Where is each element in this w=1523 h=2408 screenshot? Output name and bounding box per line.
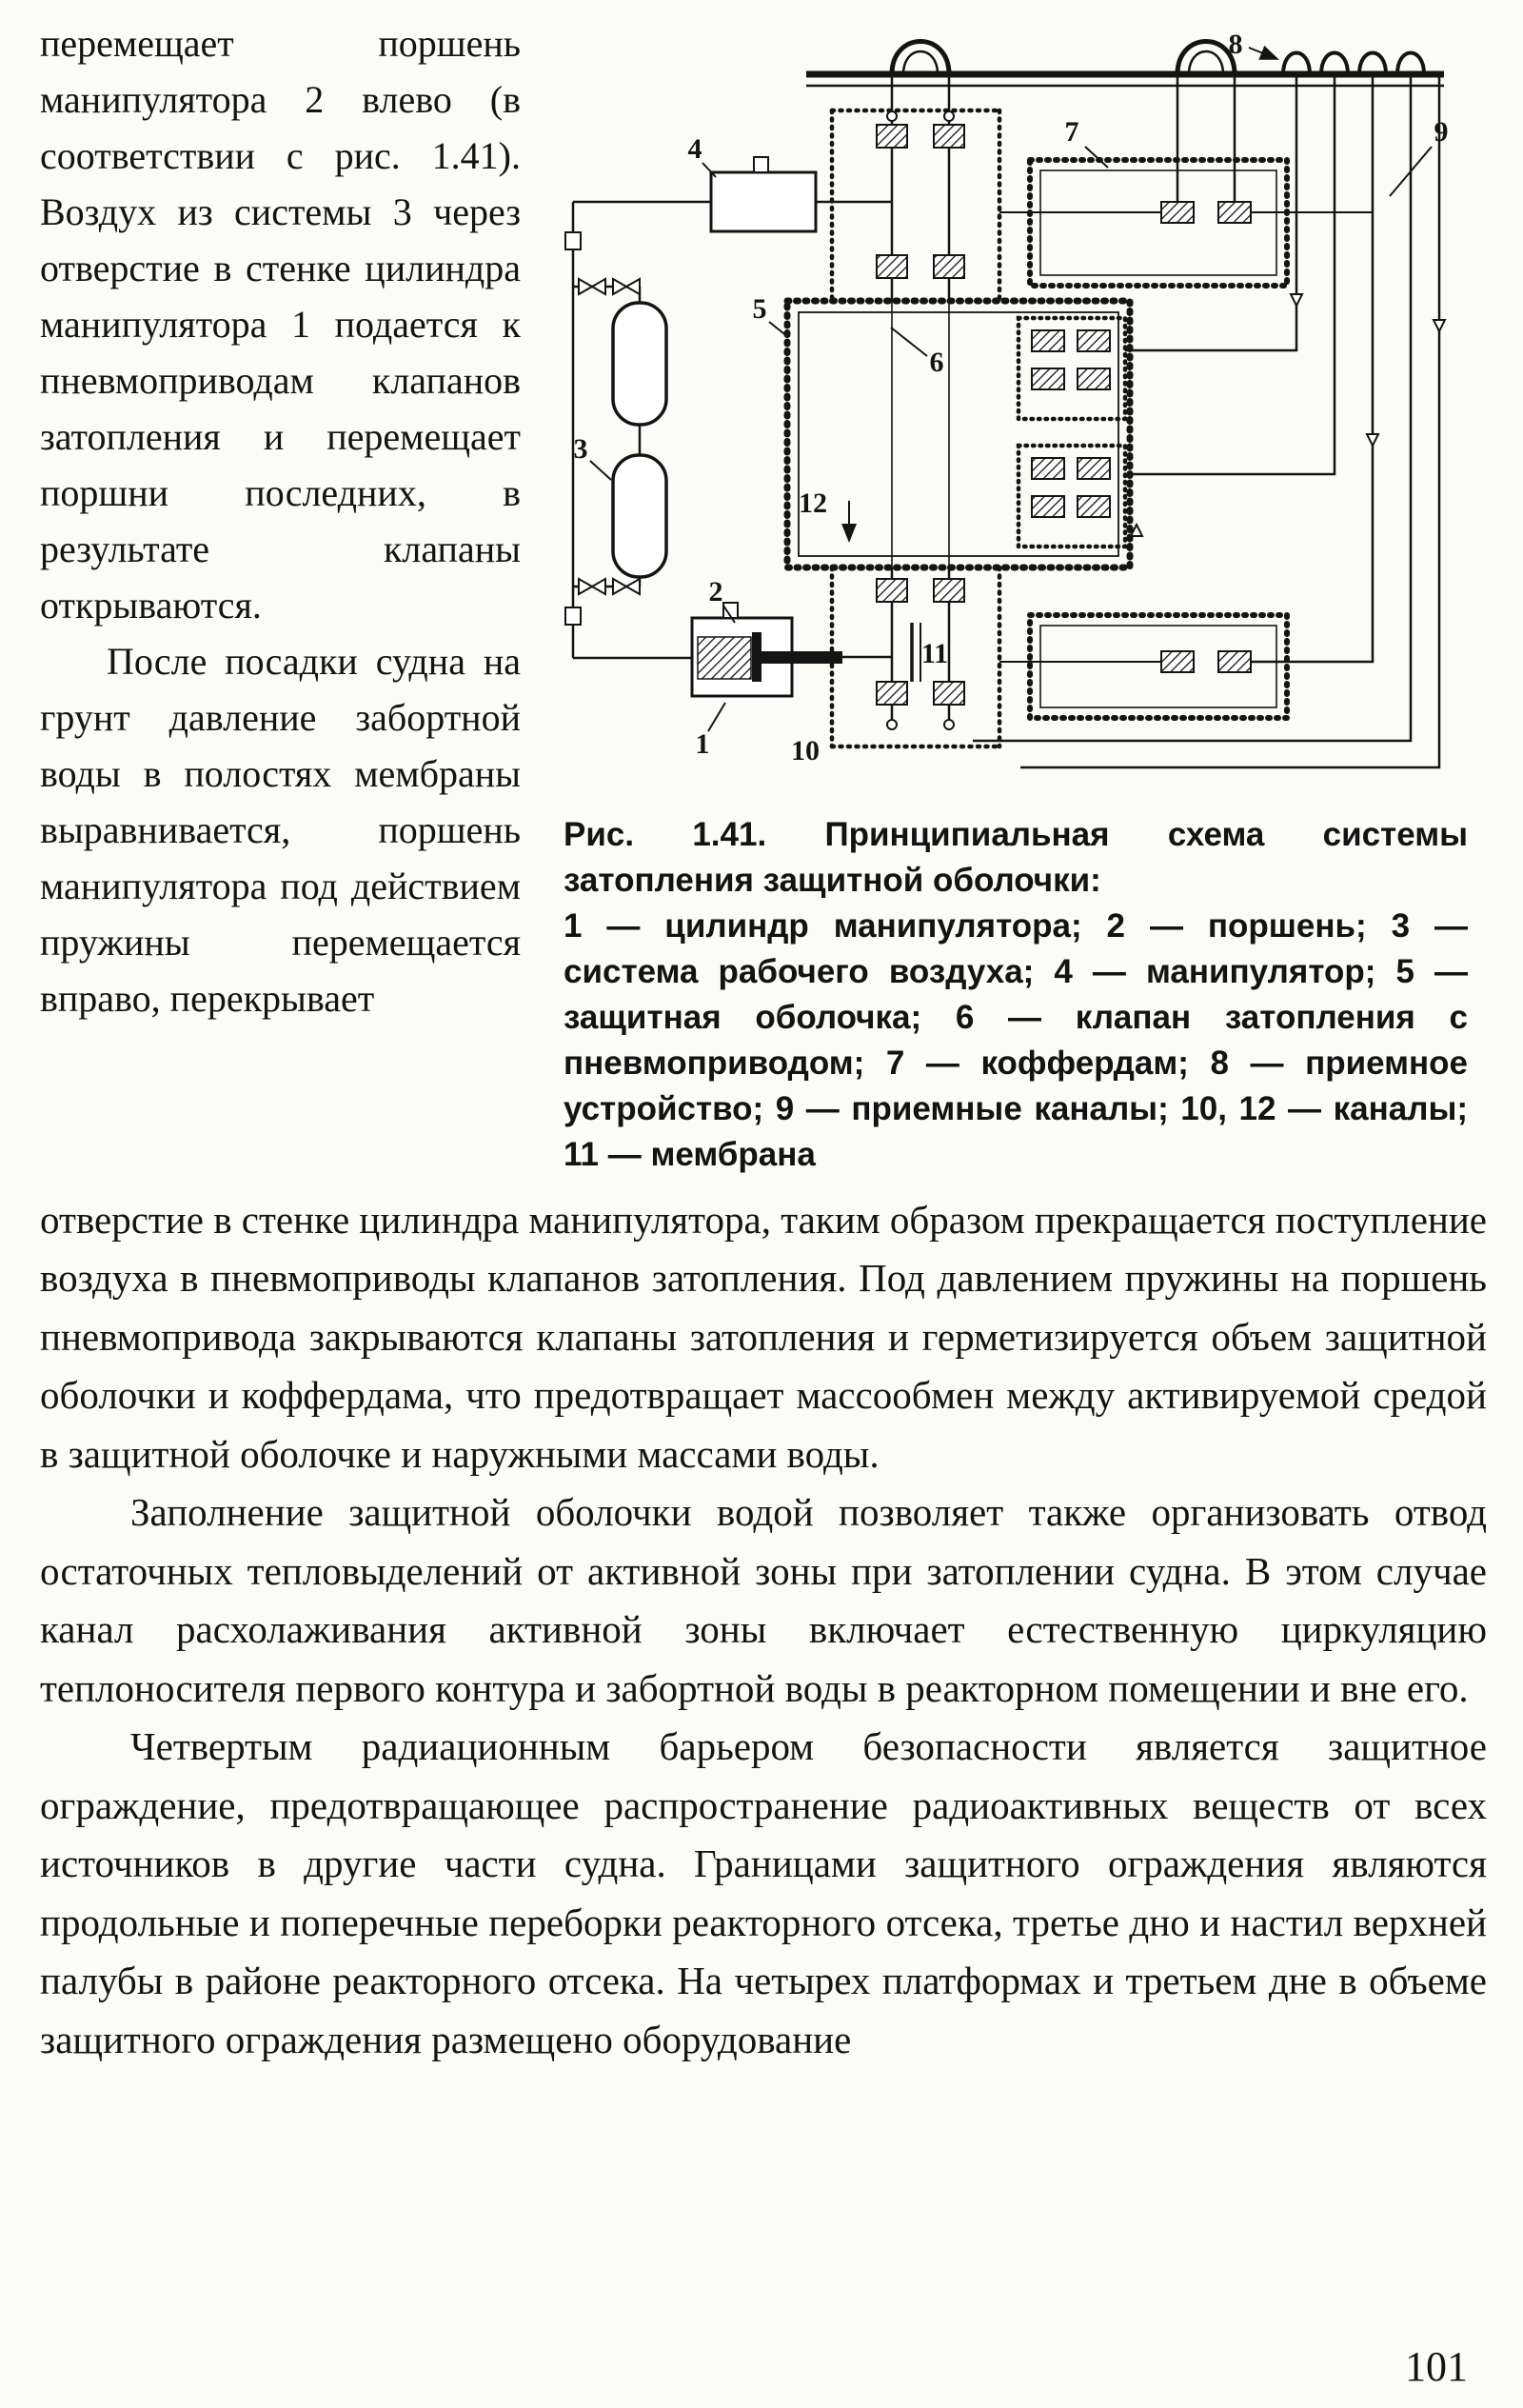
diagram-label-10: 10: [791, 735, 820, 766]
left-text-column: перемещает поршень манипулятора 2 влево …: [40, 15, 521, 1178]
diagram-label-7: 7: [1065, 116, 1079, 148]
flood-valve-cluster-lower: [1016, 443, 1128, 549]
air-pipework: [564, 202, 692, 660]
left-paragraph-2: После посадки судна на грунт давление за…: [40, 640, 521, 1020]
air-system-tanks: [611, 301, 668, 579]
flow-direction-arrows: [1129, 293, 1447, 537]
diagram-label-11: 11: [921, 638, 948, 669]
protective-shell: [783, 297, 1134, 571]
body-paragraph-2: Заполнение защитной оболочки водой позво…: [40, 1490, 1487, 1710]
diagram-label-8: 8: [1229, 29, 1243, 60]
body-text: отверстие в стенке цилиндра манипулятора…: [40, 1191, 1487, 2070]
left-paragraph-1: перемещает поршень манипулятора 2 влево …: [40, 22, 521, 627]
manipulator-cylinder: [690, 602, 892, 698]
figure-caption-title: Рис. 1.41. Принципиальная схема системы …: [564, 816, 1468, 899]
channel-components: [876, 74, 965, 730]
top-section: перемещает поршень манипулятора 2 влево …: [40, 15, 1487, 1178]
figure-caption: Рис. 1.41. Принципиальная схема системы …: [564, 812, 1468, 1178]
cofferdam-lower: [999, 612, 1290, 721]
flooding-system-diagram: 1 2 3 4 5 6 7 8 9 10 11 12: [564, 29, 1449, 769]
body-paragraph-3: Четвертым радиационным барьером безопасн…: [40, 1724, 1487, 2061]
diagram-label-6: 6: [930, 347, 944, 378]
figure-column: 1 2 3 4 5 6 7 8 9 10 11 12: [521, 15, 1487, 1178]
upper-deck-line: [806, 70, 1444, 88]
manipulator-box: [573, 156, 892, 233]
diagram-label-4: 4: [688, 133, 702, 165]
intake-device-icon: [889, 39, 1237, 75]
body-paragraph-1: отверстие в стенке цилиндра манипулятора…: [40, 1197, 1487, 1476]
diagram-label-3: 3: [574, 433, 588, 465]
page-number: 101: [1405, 2343, 1468, 2390]
diagram-label-1: 1: [696, 728, 710, 760]
containment-channel-walls: [829, 108, 1002, 749]
figure-1-41: 1 2 3 4 5 6 7 8 9 10 11 12: [564, 15, 1473, 791]
membrane-element: [910, 623, 921, 682]
diagram-labels: 1 2 3 4 5 6 7 8 9 10 11 12: [574, 29, 1449, 766]
figure-caption-legend: 1 — цилиндр манипулятора; 2 — поршень; 3…: [564, 906, 1468, 1173]
intake-channel-lines: [973, 50, 1441, 769]
flood-valve-cluster-upper: [1016, 315, 1128, 422]
diagram-label-5: 5: [753, 293, 767, 325]
diagram-label-9: 9: [1434, 116, 1449, 148]
diagram-label-12: 12: [799, 488, 827, 519]
cofferdam-upper: [999, 74, 1373, 289]
label-leader-lines: [589, 45, 1433, 732]
diagram-label-2: 2: [709, 576, 723, 607]
